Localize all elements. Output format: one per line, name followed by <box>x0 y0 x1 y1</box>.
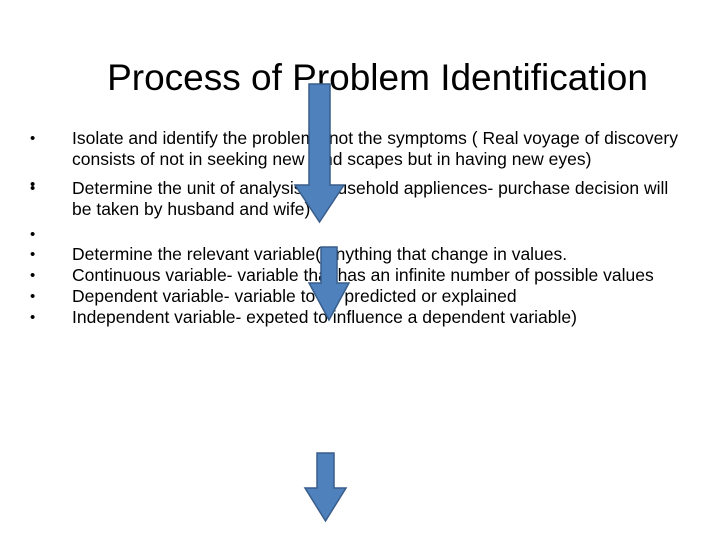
bullet-dot: • <box>30 130 36 147</box>
bullet-item: • Independent variable- expeted to influ… <box>30 307 690 328</box>
bullet-dot: • <box>30 288 36 305</box>
bullet-dot: • <box>30 180 36 197</box>
bullet-text: Isolate and identify the problems not th… <box>72 128 678 169</box>
bullet-text: Continuous variable- variable that has a… <box>72 265 654 285</box>
slide-title: Process of Problem Identification <box>107 57 648 98</box>
bullet-text: Determine the relevant variable( anythin… <box>72 244 568 264</box>
bullet-dot: • <box>30 267 36 284</box>
down-arrow-3-icon <box>303 452 348 523</box>
bullet-dot: • <box>30 226 36 243</box>
bullet-item: • Dependent variable- variable to be pre… <box>30 286 690 307</box>
bullet-item: • Isolate and identify the problems not … <box>30 128 690 170</box>
bullet-item: • Determine the relevant variable( anyth… <box>30 244 690 265</box>
bullet-dot: • <box>30 176 36 193</box>
bullet-text: Determine the unit of analysis ( househo… <box>72 178 669 219</box>
bullet-item: • Determine the unit of analysis ( house… <box>30 178 690 220</box>
bullet-text: Independent variable- expeted to influen… <box>72 307 577 327</box>
bullet-dot: • <box>30 246 36 263</box>
bullet-dot: • <box>30 309 36 326</box>
bullet-text: Dependent variable- variable to be predi… <box>72 286 517 306</box>
bullet-item: • Continuous variable- variable that has… <box>30 265 690 286</box>
bullet-list: • Isolate and identify the problems not … <box>30 128 690 328</box>
